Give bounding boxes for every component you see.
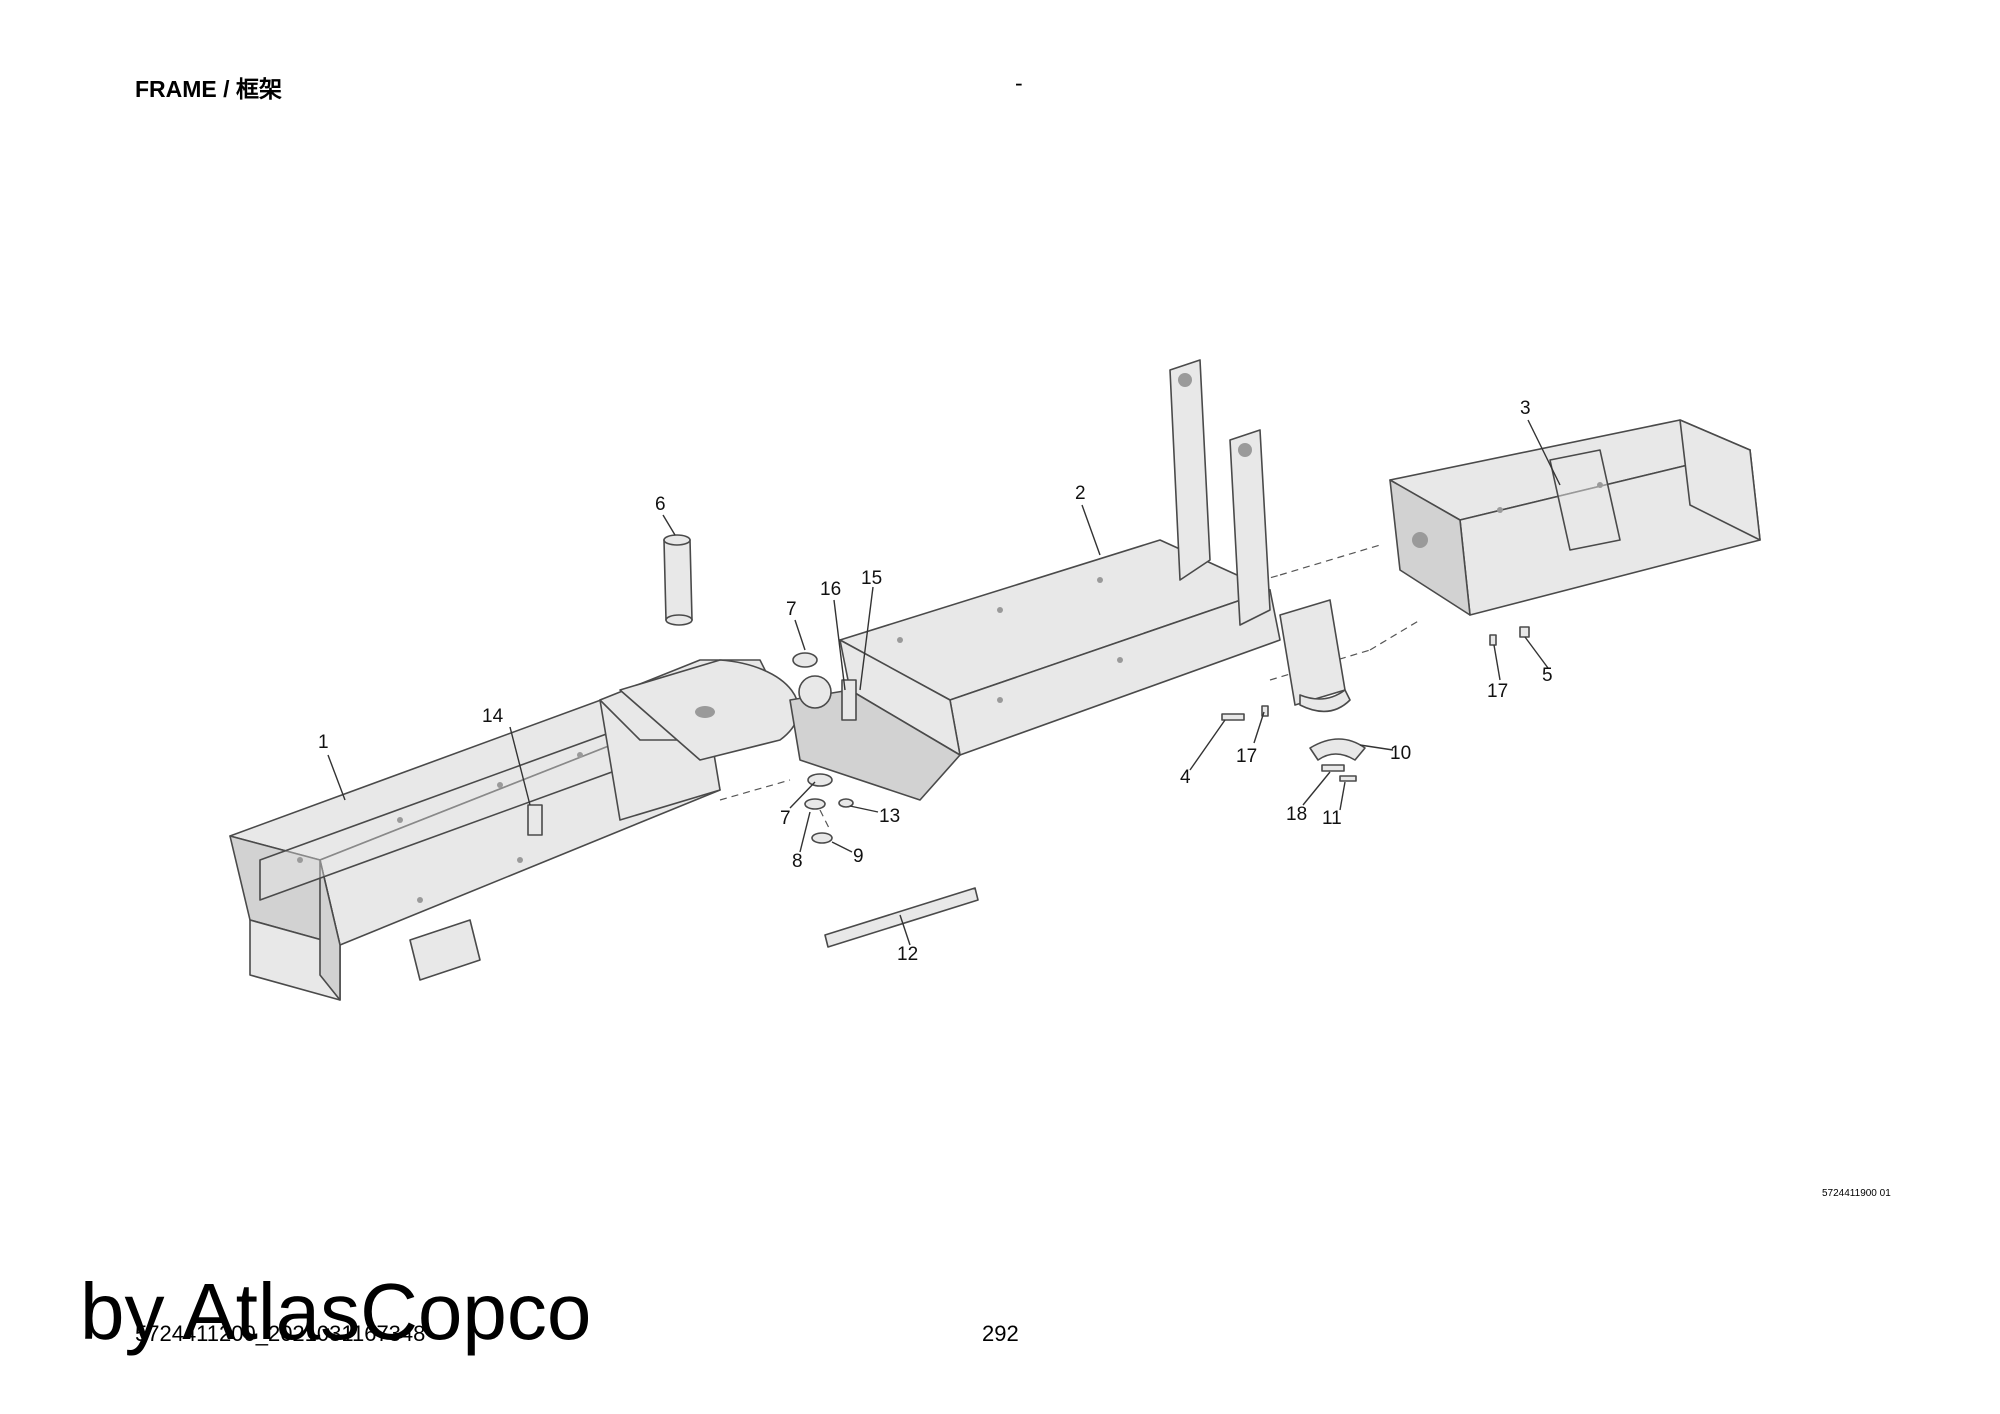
spacer-17-b (1489, 634, 1497, 646)
nut-5 (1519, 626, 1530, 638)
header-dash: - (1015, 70, 1023, 96)
fitting-13 (838, 798, 854, 808)
callout-14: 14 (482, 706, 504, 727)
callout-labels: 1 2 3 4 5 6 7 7 8 9 10 11 12 13 14 15 16… (318, 398, 1553, 965)
callout-6: 6 (655, 494, 666, 515)
washer-8 (804, 798, 826, 810)
callout-12: 12 (897, 944, 918, 965)
callout-leaders (327, 419, 1561, 946)
callout-13: 13 (879, 806, 900, 827)
page-number: 292 (982, 1321, 1019, 1346)
callout-18: 18 (1286, 804, 1307, 825)
callout-16: 16 (820, 579, 841, 600)
bearing-7-upper (792, 652, 818, 668)
spacer-17-a (1261, 705, 1269, 717)
callout-8: 8 (792, 851, 803, 872)
callout-2: 2 (1075, 483, 1086, 504)
callout-1: 1 (318, 732, 329, 753)
callout-7-upper: 7 (786, 599, 797, 620)
callout-11: 11 (1322, 808, 1342, 829)
small-pin-part (527, 804, 543, 836)
callout-4: 4 (1180, 767, 1191, 788)
turntable-plate (599, 659, 800, 761)
watermark: by AtlasCopco (80, 1267, 592, 1356)
nut-9 (811, 832, 833, 844)
bearing-7-lower (807, 773, 833, 787)
pivot-pin-part (663, 534, 693, 626)
bolt-4 (1221, 713, 1245, 721)
hardware-parts (792, 626, 1530, 844)
reference-code: 5724411900 01 (1822, 1188, 1891, 1199)
page-title: FRAME / 框架 (135, 76, 282, 102)
callout-7-lower: 7 (780, 808, 791, 829)
main-frame-part (789, 359, 1351, 801)
bolt-11 (1339, 775, 1357, 782)
callout-5: 5 (1542, 665, 1553, 686)
callout-3: 3 (1520, 398, 1531, 419)
callout-10: 10 (1390, 743, 1411, 764)
clamp-10 (1309, 738, 1366, 761)
callout-9: 9 (853, 846, 864, 867)
callout-17-left: 17 (1236, 746, 1257, 767)
callout-17-right: 17 (1487, 681, 1508, 702)
bolt-18 (1321, 764, 1345, 772)
front-frame-part (1389, 419, 1761, 616)
callout-15: 15 (861, 568, 882, 589)
document-id: 5724411200_2021031167348 (135, 1321, 426, 1346)
